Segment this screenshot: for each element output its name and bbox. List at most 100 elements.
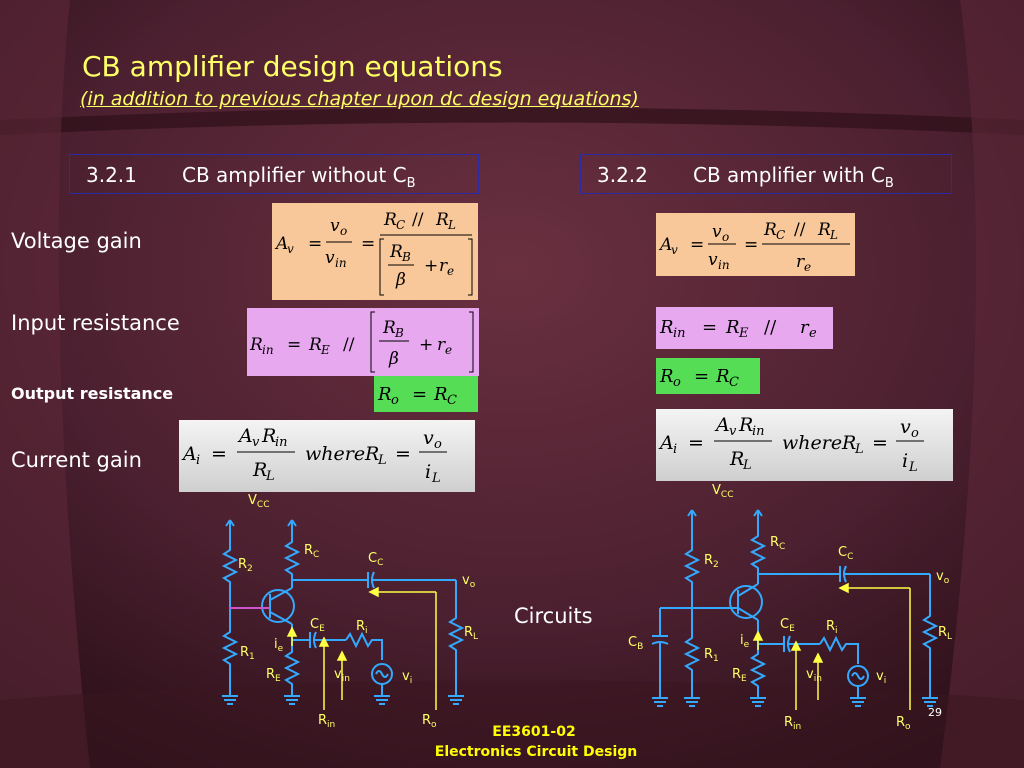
svg-text:A: A	[181, 443, 197, 465]
label-r1: R1	[240, 645, 255, 662]
svg-text:R: R	[729, 448, 744, 470]
svg-text:L: L	[377, 453, 387, 468]
svg-text:L: L	[265, 469, 275, 484]
svg-text:β: β	[395, 270, 406, 290]
svg-text:E: E	[320, 343, 330, 357]
label-rin: Rin	[318, 713, 335, 730]
svg-text:e: e	[809, 326, 817, 341]
svg-text:vi: vi	[876, 669, 886, 686]
svg-text:v: v	[330, 216, 340, 236]
section-title: CB amplifier with C	[693, 163, 885, 187]
svg-text://: //	[764, 317, 777, 338]
label-ce: CE	[310, 617, 325, 634]
svg-text:i: i	[673, 442, 677, 457]
svg-text:ie: ie	[740, 633, 750, 650]
svg-text:R: R	[252, 459, 267, 481]
svg-text:in: in	[335, 256, 347, 270]
svg-text:v: v	[900, 416, 911, 438]
svg-text:=: =	[412, 384, 427, 405]
svg-text:v: v	[671, 243, 678, 257]
svg-text:o: o	[391, 393, 399, 408]
svg-text:vin: vin	[806, 667, 822, 684]
svg-text:A: A	[274, 234, 288, 254]
svg-text:o: o	[722, 230, 729, 244]
svg-text:v: v	[423, 427, 434, 449]
svg-text:in: in	[752, 424, 765, 439]
circuit-diagram-with-cb: VCC R2 CB R1 RC CC vo RL CE Ri ie RE vin…	[628, 483, 952, 732]
label-ri: Ri	[356, 619, 368, 636]
svg-text:B: B	[394, 326, 404, 340]
svg-text:L: L	[447, 218, 456, 232]
svg-text:in: in	[262, 343, 274, 357]
row-label-output-resistance: Output resistance	[11, 384, 174, 403]
svg-text:R: R	[841, 432, 856, 454]
svg-text:VCC: VCC	[712, 483, 733, 500]
svg-text:=: =	[287, 335, 301, 355]
svg-text:where: where	[305, 443, 365, 465]
svg-text:R: R	[364, 443, 379, 465]
row-label-voltage-gain: Voltage gain	[11, 229, 142, 253]
label-ie: ie	[274, 637, 284, 654]
svg-text:v: v	[712, 222, 722, 242]
svg-text:Rin: Rin	[784, 715, 801, 732]
svg-text:R: R	[389, 242, 403, 262]
svg-text:+: +	[424, 256, 438, 276]
svg-text:RC: RC	[770, 535, 785, 552]
label-rc: RC	[304, 543, 319, 560]
svg-text:CC: CC	[838, 545, 853, 562]
svg-text:v: v	[708, 250, 718, 270]
svg-text:C: C	[447, 393, 457, 408]
svg-text:e: e	[445, 343, 452, 357]
svg-text:i: i	[196, 453, 200, 468]
svg-text:R: R	[377, 384, 392, 405]
svg-text:L: L	[829, 228, 838, 242]
label-r2: R2	[238, 557, 253, 574]
svg-text:R: R	[715, 366, 730, 387]
svg-text:=: =	[690, 235, 704, 255]
svg-text:=: =	[872, 432, 888, 454]
label-cc: CC	[368, 551, 383, 568]
label-rl: RL	[464, 625, 478, 642]
svg-text:R: R	[433, 384, 448, 405]
svg-text:B: B	[401, 250, 411, 264]
svg-text:=: =	[744, 235, 758, 255]
svg-text:=: =	[308, 234, 322, 254]
label-vi: vi	[402, 669, 412, 686]
svg-text:vo: vo	[936, 569, 950, 586]
svg-text:in: in	[718, 258, 730, 272]
svg-text:r: r	[800, 317, 810, 338]
page-number: 29	[928, 706, 942, 719]
svg-text:R: R	[382, 318, 396, 338]
svg-text:R: R	[383, 210, 397, 230]
row-label-current-gain: Current gain	[11, 448, 142, 472]
svg-text:L: L	[854, 442, 864, 457]
svg-text:R: R	[659, 317, 674, 338]
svg-text:v: v	[325, 248, 335, 268]
svg-text:β: β	[388, 349, 399, 369]
svg-text:i: i	[902, 450, 908, 472]
svg-text:=: =	[702, 317, 717, 338]
svg-text:R: R	[435, 210, 449, 230]
svg-text:in: in	[673, 326, 686, 341]
svg-text:R: R	[249, 335, 263, 355]
svg-text:L: L	[908, 460, 918, 475]
svg-text:A: A	[237, 425, 253, 447]
section-number: 3.2.1	[86, 163, 137, 187]
svg-text:L: L	[431, 471, 441, 486]
svg-text:C: C	[729, 375, 739, 390]
svg-text:+: +	[419, 335, 433, 355]
svg-text:CB: CB	[628, 635, 643, 652]
section-number: 3.2.2	[597, 163, 648, 187]
svg-text:C: C	[396, 218, 405, 232]
svg-text://: //	[412, 210, 424, 230]
svg-text:v: v	[729, 424, 737, 439]
svg-text:e: e	[804, 260, 811, 274]
